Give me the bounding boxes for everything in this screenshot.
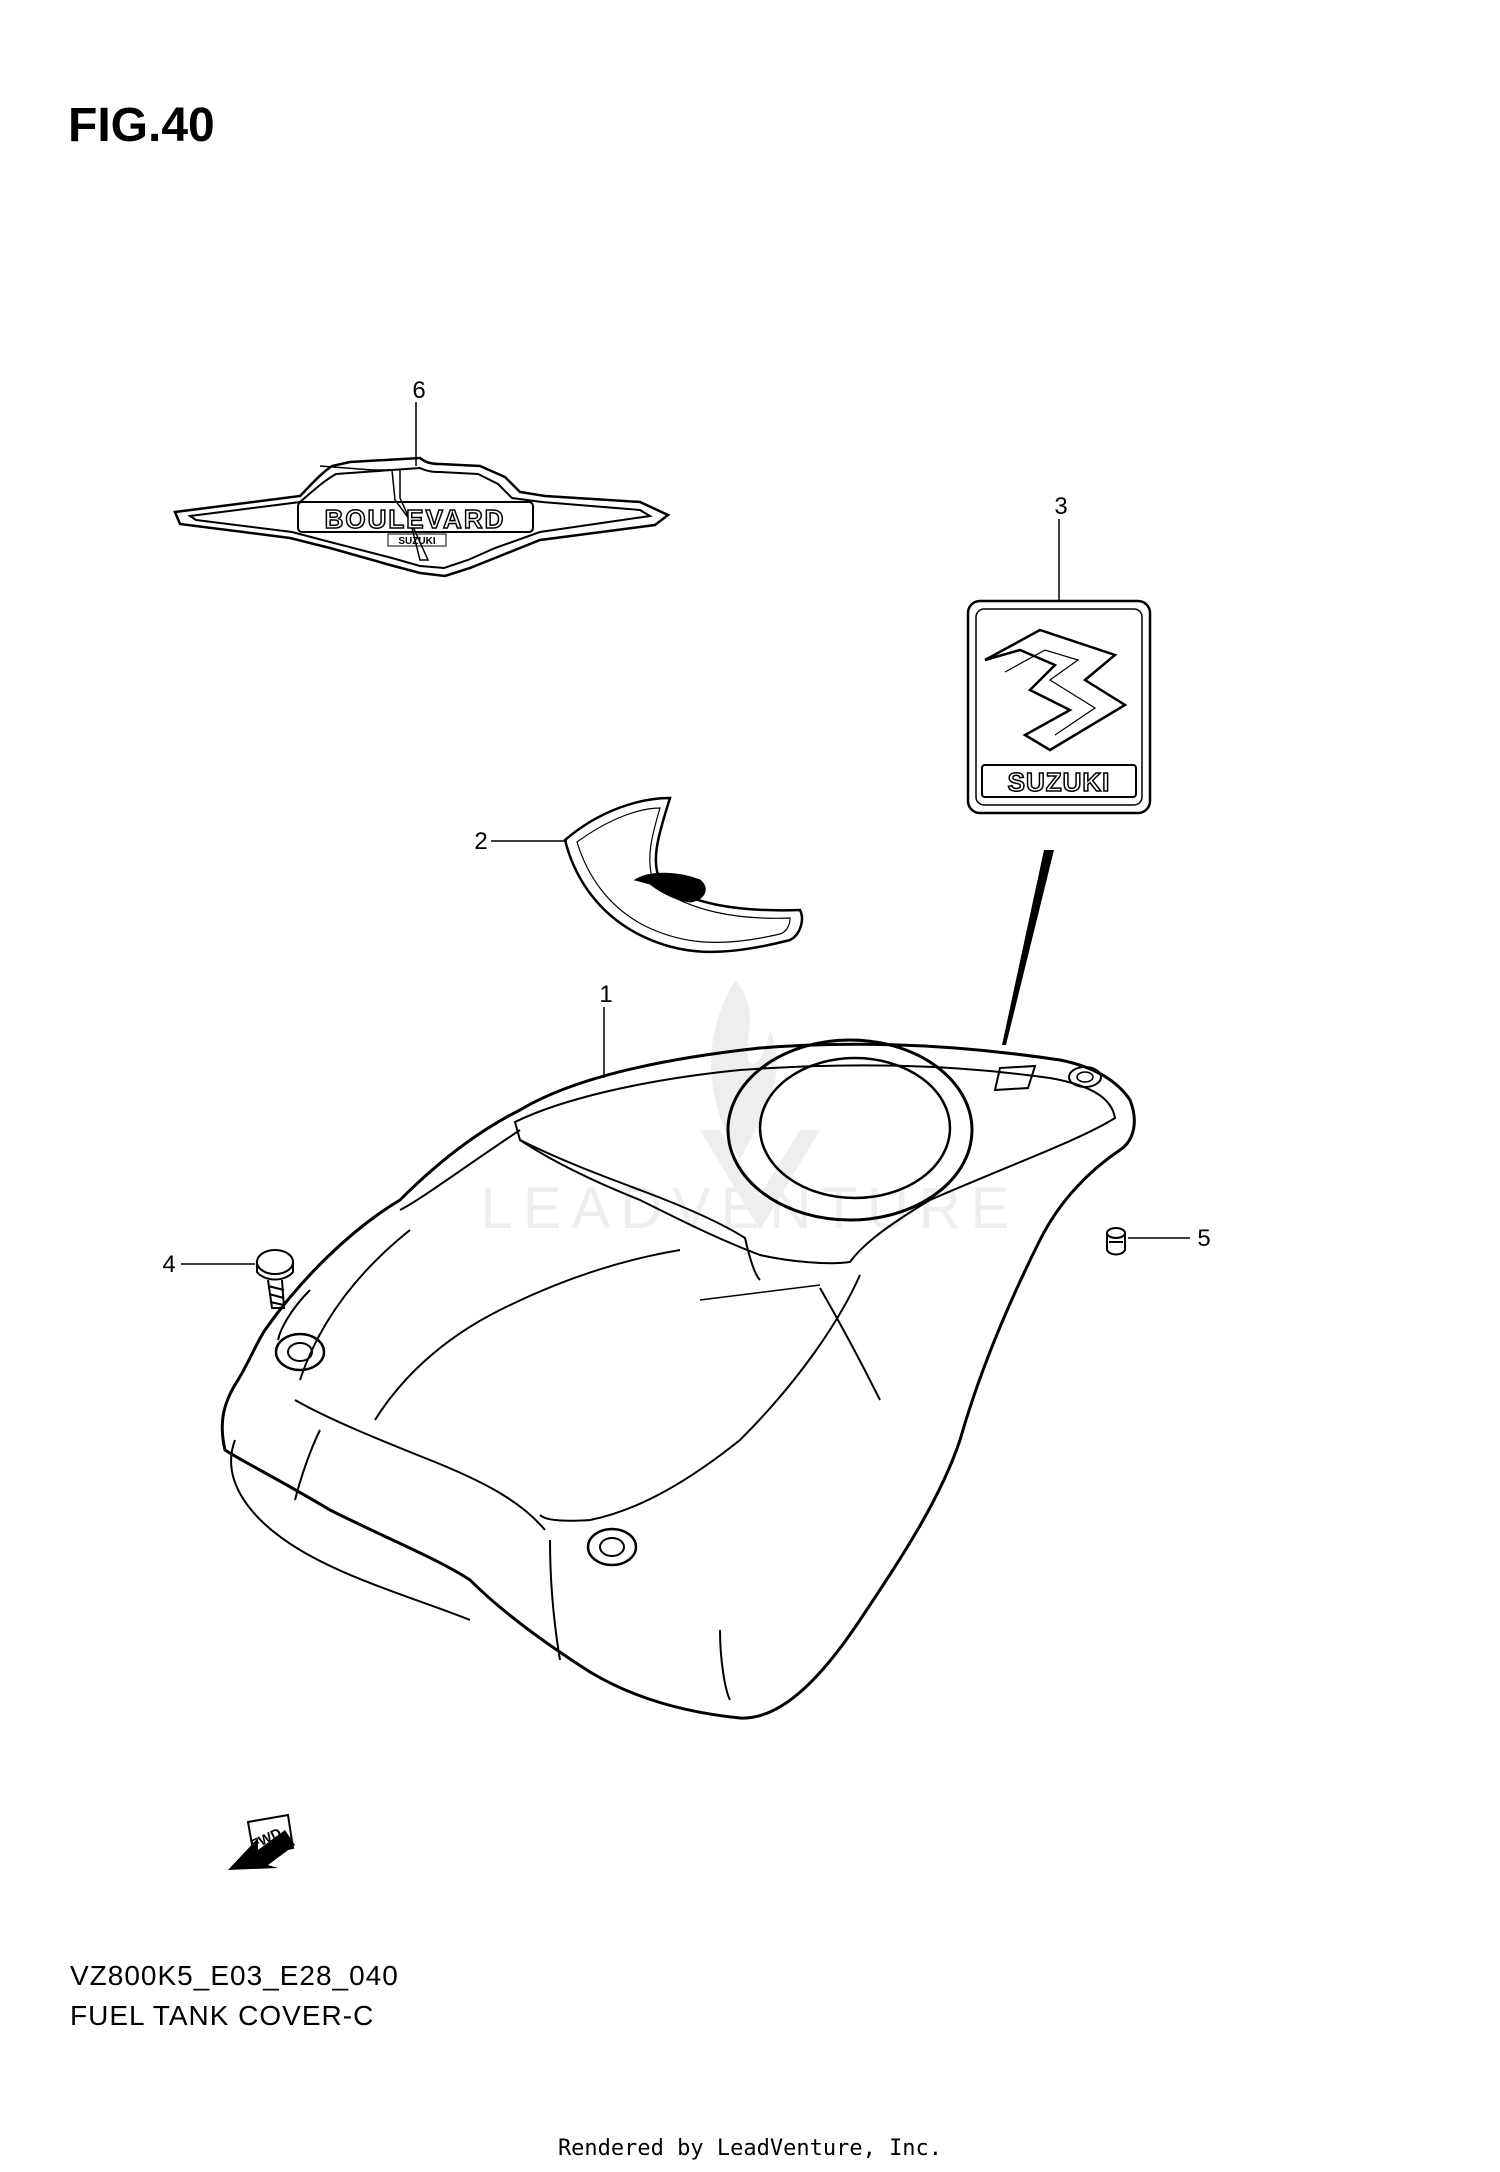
- part-6-boulevard-emblem: BOULEVARD SUZUKI: [173, 456, 671, 578]
- callout-2: 2: [474, 828, 487, 855]
- suzuki-emblem-inner: [975, 608, 1143, 806]
- diagram-code: VZ800K5_E03_E28_040: [70, 1960, 399, 1991]
- boulevard-emblem-inner: [187, 466, 653, 570]
- callout-5: 5: [1197, 1225, 1210, 1252]
- suzuki-emblem-text: SUZUKI: [1008, 767, 1111, 797]
- suzuki-text-plate: [981, 764, 1137, 798]
- leader-lines: [181, 402, 1190, 1265]
- tank-cover-outline: [220, 1042, 1136, 1720]
- part-1-fuel-tank-cover: [220, 1038, 1136, 1720]
- part-2-tank-decal: [563, 796, 804, 954]
- boulevard-suzuki-plate: [387, 533, 447, 547]
- part-5-grommet: [1106, 1227, 1126, 1256]
- callout-6: 6: [412, 377, 425, 404]
- boulevard-emblem-outline: [173, 456, 671, 578]
- callout-3: 3: [1054, 493, 1067, 520]
- fuel-filler-ring-inner: [758, 1056, 952, 1200]
- part-4-screw: [256, 1249, 294, 1309]
- watermark-v-icon: [700, 1130, 820, 1230]
- diagram-caption: FUEL TANK COVER-C: [70, 2000, 375, 2031]
- watermark-text: LEADVENTURE: [481, 1176, 1020, 1241]
- boulevard-shield: [319, 465, 430, 561]
- boulevard-suzuki-text: SUZUKI: [398, 536, 435, 547]
- emblem-placement-pointer: [1002, 850, 1054, 1045]
- screw-head: [256, 1249, 294, 1275]
- callouts: 6 3 2 1 4 5: [162, 377, 1210, 1278]
- suzuki-s-logo-icon: [984, 628, 1128, 752]
- tank-decal-outline: [563, 796, 804, 954]
- footer-credit: Rendered by LeadVenture, Inc.: [557, 2136, 943, 2161]
- figure-title: FIG.40: [68, 99, 215, 152]
- boulevard-text: BOULEVARD: [325, 504, 506, 534]
- fwd-arrow-icon: FWD: [228, 1813, 295, 1870]
- boulevard-text-plate: [297, 501, 534, 533]
- fuel-filler-ring-outer: [726, 1038, 974, 1222]
- mount-hole-rear-left: [274, 1332, 326, 1372]
- part-3-suzuki-emblem: SUZUKI: [966, 599, 1152, 815]
- callout-1: 1: [599, 981, 612, 1008]
- watermark: LEADVENTURE: [481, 980, 1020, 1241]
- mount-hole-rear-center: [586, 1527, 638, 1567]
- mount-hole-front-right: [1068, 1066, 1102, 1088]
- callout-4: 4: [162, 1251, 175, 1278]
- emblem-recess: [993, 1064, 1037, 1092]
- tank-decal-logo-icon: [633, 872, 706, 903]
